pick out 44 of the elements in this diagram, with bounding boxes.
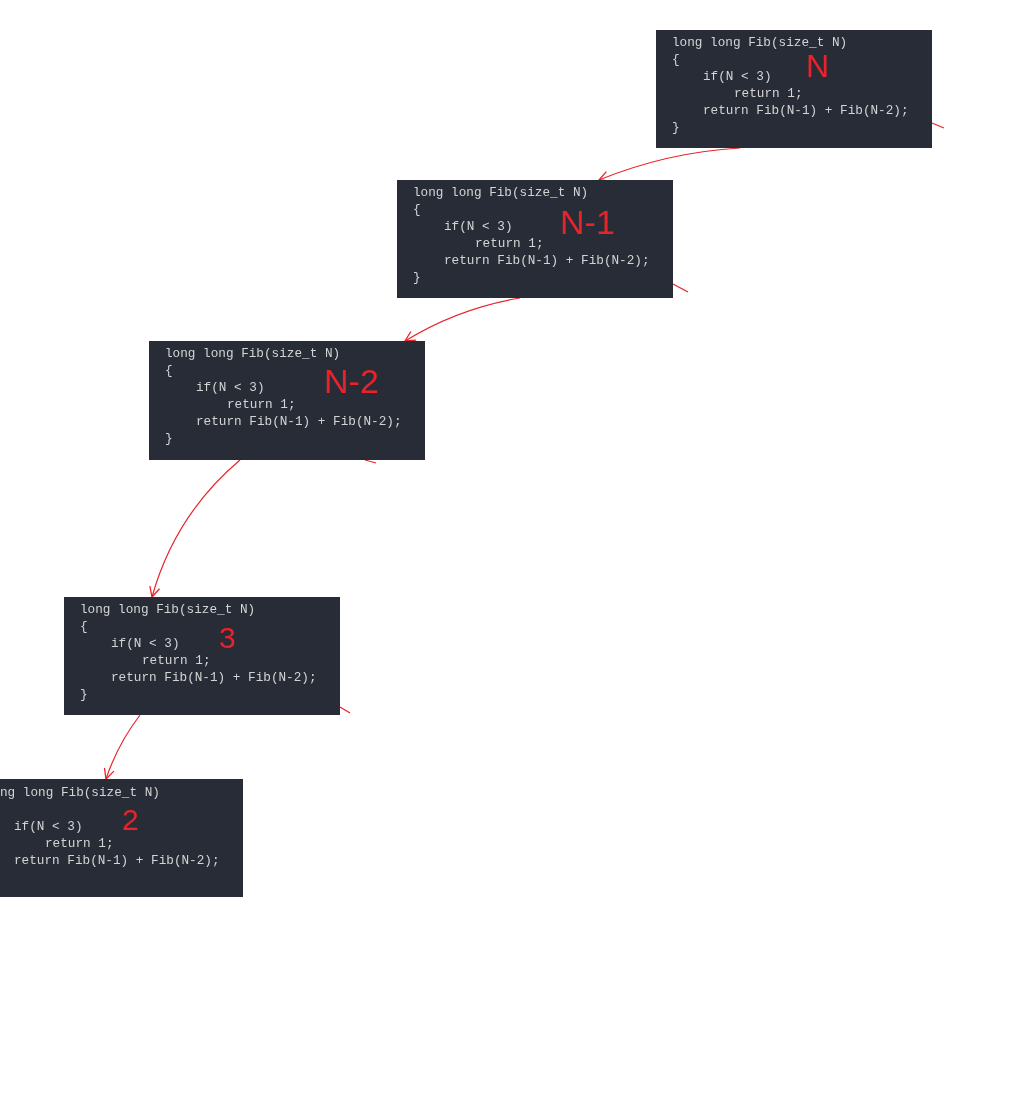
code-line: if(N < 3) bbox=[196, 378, 265, 396]
arrow bbox=[149, 459, 241, 598]
code-line: } bbox=[80, 685, 88, 703]
code-line: long long Fib(size_t N) bbox=[165, 344, 341, 362]
line bbox=[931, 122, 945, 129]
code-line: if(N < 3) bbox=[703, 67, 772, 85]
code-block bbox=[0, 779, 243, 897]
code-block bbox=[149, 341, 425, 460]
code-line: if(N < 3) bbox=[444, 217, 513, 235]
handwritten-label: N bbox=[806, 50, 830, 82]
code-line: return Fib(N-1) + Fib(N-2); bbox=[196, 412, 402, 430]
code-line: return Fib(N-1) + Fib(N-2); bbox=[703, 101, 909, 119]
code-line: return Fib(N-1) + Fib(N-2); bbox=[444, 251, 650, 269]
code-line: if(N < 3) bbox=[111, 634, 180, 652]
code-line: return Fib(N-1) + Fib(N-2); bbox=[111, 668, 317, 686]
code-line: ng long Fib(size_t N) bbox=[0, 783, 160, 801]
code-line: return 1; bbox=[142, 651, 211, 669]
code-line: } bbox=[413, 268, 421, 286]
code-line: { bbox=[413, 200, 421, 218]
code-line: return 1; bbox=[734, 84, 803, 102]
code-line: return Fib(N-1) + Fib(N-2); bbox=[14, 851, 220, 869]
handwritten-label: 3 bbox=[219, 623, 236, 653]
handwritten-label: 2 bbox=[122, 805, 139, 835]
code-block bbox=[656, 30, 932, 148]
code-line: long long Fib(size_t N) bbox=[80, 600, 256, 618]
arrow bbox=[103, 714, 141, 780]
handwritten-label: N-1 bbox=[560, 205, 615, 239]
code-line: long long Fib(size_t N) bbox=[413, 183, 589, 201]
code-line: if(N < 3) bbox=[14, 817, 83, 835]
line bbox=[339, 706, 351, 714]
line bbox=[672, 283, 689, 293]
code-line: return 1; bbox=[475, 234, 544, 252]
code-line: { bbox=[80, 617, 88, 635]
handwritten-label: N-2 bbox=[324, 364, 379, 398]
code-block bbox=[397, 180, 673, 298]
code-line: { bbox=[672, 50, 680, 68]
code-line: return 1; bbox=[45, 834, 114, 852]
code-line: { bbox=[165, 361, 173, 379]
code-line: long long Fib(size_t N) bbox=[672, 33, 848, 51]
code-line: return 1; bbox=[227, 395, 296, 413]
code-block bbox=[64, 597, 340, 715]
line bbox=[364, 459, 377, 464]
code-line: } bbox=[165, 429, 173, 447]
code-line: } bbox=[672, 118, 680, 136]
